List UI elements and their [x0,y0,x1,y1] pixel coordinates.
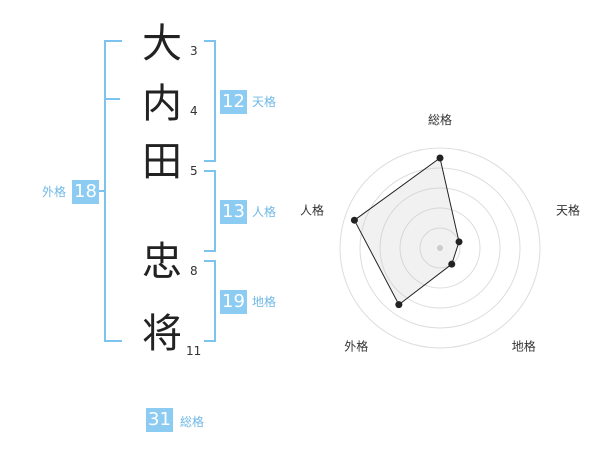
radar-axis-label-3: 地格 [512,339,536,354]
chikaku-bracket [204,260,216,342]
radar-axis-label-4: 外格 [344,339,368,354]
jinkaku-bracket [204,170,216,252]
radar-ring-1 [419,227,461,269]
stroke-count-2: 4 [190,104,198,118]
radar-axis-label-1: 総格 [428,112,452,127]
radar-axis-label-2: 天格 [556,202,580,217]
tenkaku-value: 12 [220,90,247,114]
stroke-count-1: 3 [190,44,198,58]
radar-point-5 [350,216,358,224]
soukaku-value: 31 [146,408,173,432]
tenkaku-label: 天格 [252,95,277,109]
radar-polygon [353,157,460,306]
gaikaku-label: 外格 [42,185,67,199]
radar-ring-3 [379,187,501,309]
name-char-2: 内 [142,81,182,127]
name-char-4: 忠 [142,239,182,285]
name-char-1: 大 [142,21,182,67]
gaikaku-bracket-tick [104,98,120,100]
radar-ring-4 [359,167,521,329]
radar-point-4 [395,301,403,309]
radar-ring-2 [399,207,481,289]
gaikaku-bracket-connector [98,190,106,192]
name-char-3: 田 [142,139,182,185]
radar-center-dot [437,245,443,251]
stroke-count-5: 11 [186,344,202,358]
stroke-count-3: 5 [190,164,198,178]
gaikaku-value: 18 [72,180,99,204]
jinkaku-value: 13 [220,200,247,224]
name-char-5: 将 [142,311,182,357]
jinkaku-label: 人格 [252,205,277,219]
radar-point-1 [436,154,444,162]
chikaku-label: 地格 [252,295,277,309]
stroke-count-4: 8 [190,264,198,278]
radar-ring-5 [339,147,541,349]
soukaku-label: 総格 [180,415,205,429]
chikaku-value: 19 [220,290,247,314]
radar-point-2 [455,238,463,246]
tenkaku-bracket [204,40,216,162]
radar-point-3 [448,260,456,268]
radar-axis-label-5: 人格 [300,202,324,217]
